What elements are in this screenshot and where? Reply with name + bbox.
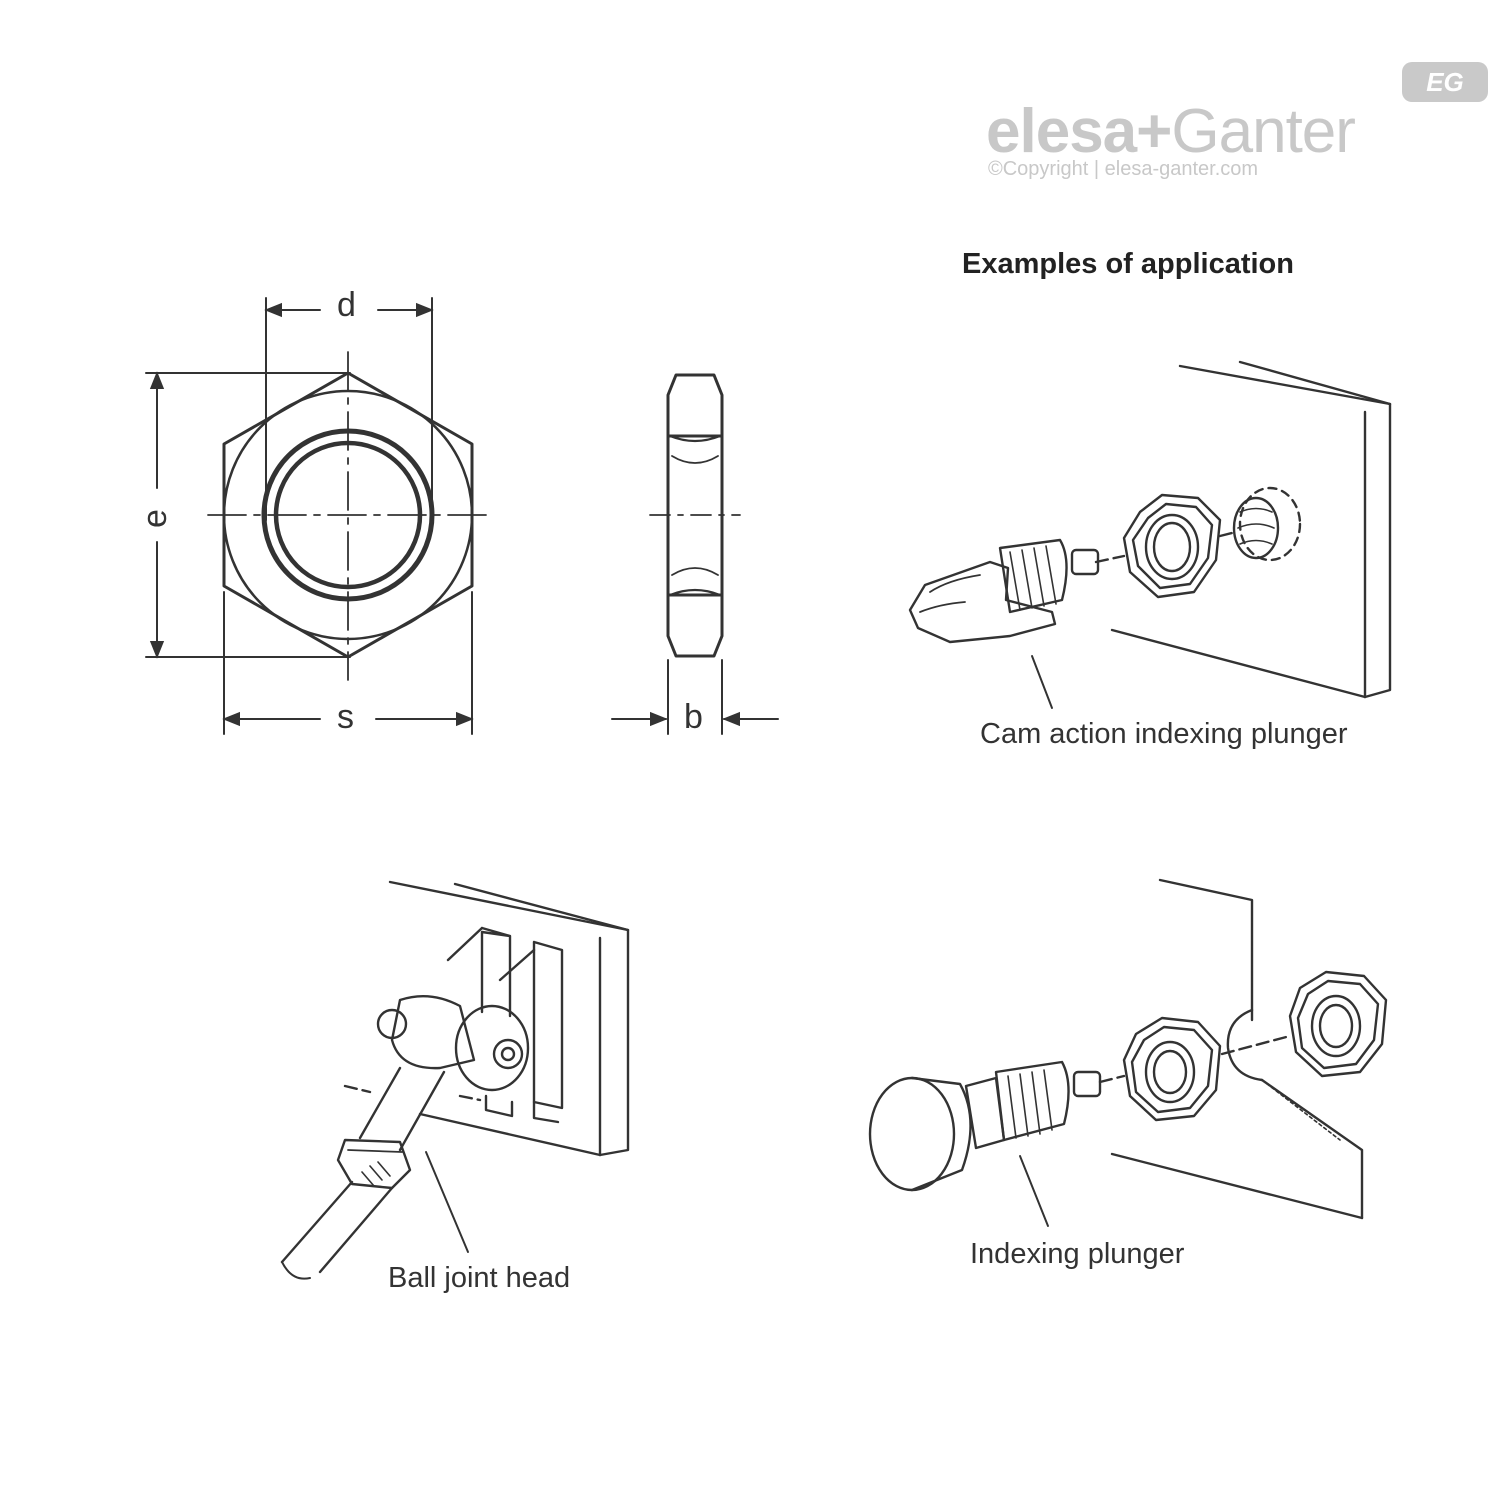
brand-partner: Ganter: [1171, 97, 1356, 166]
examples-title: Examples of application: [962, 248, 1294, 280]
dimension-e: [145, 371, 351, 659]
caption-cam-action-indexing-plunger: Cam action indexing plunger: [980, 718, 1348, 750]
hex-nut-side-view: [649, 373, 741, 658]
dimension-label-s: s: [337, 698, 354, 736]
example-ball-joint-drawing: [280, 880, 630, 1280]
caption-indexing-plunger: Indexing plunger: [970, 1238, 1185, 1270]
dimension-s: [222, 591, 474, 735]
example-cam-plunger-drawing: [908, 360, 1392, 709]
brand-badge: EG: [1402, 62, 1488, 102]
brand-name: elesa: [986, 97, 1137, 166]
dimension-label-e: e: [136, 509, 174, 528]
dimension-b: [611, 659, 779, 735]
brand-plus: +: [1136, 97, 1172, 166]
copyright-text: ©Copyright | elesa-ganter.com: [988, 158, 1259, 180]
dimension-d: [264, 297, 434, 521]
dimension-label-b: b: [684, 698, 703, 736]
hex-nut-front-view: [207, 351, 491, 681]
example-indexing-plunger-drawing: [868, 878, 1388, 1227]
brand-logo: elesa+Ganter: [986, 96, 1356, 167]
caption-ball-joint-head: Ball joint head: [388, 1262, 571, 1294]
dimension-label-d: d: [337, 286, 356, 324]
